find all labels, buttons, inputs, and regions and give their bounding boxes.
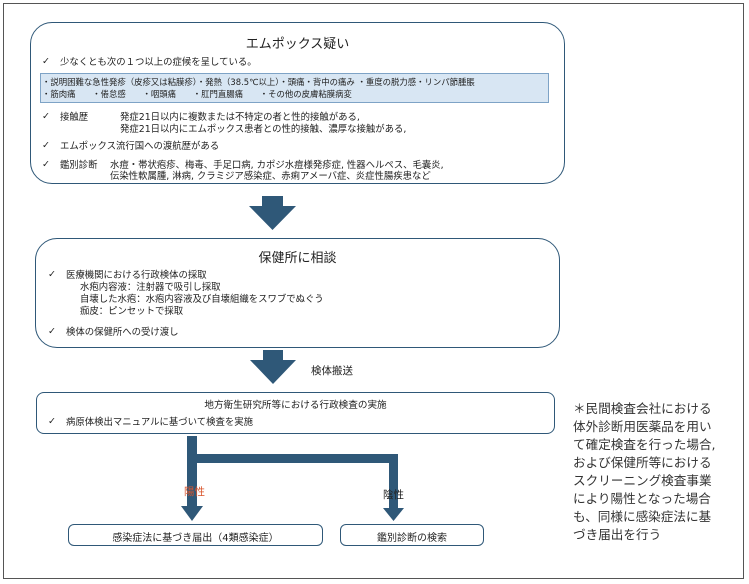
note-line: および保健所等における (573, 455, 712, 470)
contact-line-1: 発症21日以内に複数または不特定の者と性的接触がある, (120, 112, 360, 123)
lab-test-title: 地方衛生研究所等における行政検査の実施 (204, 400, 387, 411)
symptom-intro: 少なくとも次の１つ以上の症候を呈している。 (60, 57, 257, 68)
diff-search-box: 鑑別診断の検索 (340, 524, 484, 546)
health-center-title: 保健所に相談 (258, 251, 337, 266)
contact-label: 接触歴 (60, 112, 89, 123)
notification-box: 感染症法に基づき届出（4類感染症） (68, 524, 323, 546)
arrow-positive (181, 498, 203, 521)
negative-label: 陰性 (383, 489, 404, 501)
note-line: づき届出を行う (573, 527, 662, 542)
sub-ruptured-vesicle: 自壊した水疱：水疱内容液及び自壊組織をスワブでぬぐう (80, 294, 324, 305)
health-center-box: 保健所に相談 (35, 238, 560, 348)
check-icon: ✓ (42, 159, 50, 170)
check-icon: ✓ (48, 269, 56, 280)
contact-line-2: 発症21日以内にエムポックス患者との性的接触、濃厚な接触がある, (120, 124, 407, 135)
note-line: スクリーニング検査事業 (573, 473, 712, 488)
note-line: により陽性となった場合 (573, 491, 711, 506)
check-icon: ✓ (42, 56, 50, 67)
lab-test-box: 地方衛生研究所等における行政検査の実施 (36, 392, 555, 434)
outer-frame (3, 3, 744, 579)
symptom-band (40, 73, 549, 103)
check-icon: ✓ (42, 140, 50, 151)
side-note: ＊民間検査会社における 体外診断用医薬品を用い て確定検査を行った場合, および… (573, 400, 733, 544)
branch-bar (192, 454, 394, 463)
positive-label: 陽性 (184, 486, 205, 498)
note-line: 体外診断用医薬品を用い (573, 419, 712, 434)
specimen-collection: 医療機関における行政検体の採取 (66, 270, 207, 281)
lab-test-item: 病原体検出マニュアルに基づいて検査を実施 (66, 417, 253, 428)
specimen-handover: 検体の保健所への受け渡し (66, 327, 179, 338)
branch-right-stem (389, 454, 398, 500)
branch-stem (187, 436, 197, 498)
note-line: て確定検査を行った場合, (573, 437, 716, 452)
sub-crust: 痂皮：ピンセットで採取 (80, 306, 184, 317)
check-icon: ✓ (42, 111, 50, 122)
suspected-case-title: エムポックス疑い (245, 37, 350, 52)
diff-search-text: 鑑別診断の検索 (377, 533, 447, 544)
diff-line-1: 水痘・帯状疱疹、梅毒、手足口病, カポジ水痘様発疹症, 性器ヘルペス、毛嚢炎, (110, 160, 444, 171)
notification-text: 感染症法に基づき届出（4類感染症） (112, 533, 279, 544)
check-icon: ✓ (48, 326, 56, 337)
note-line: も、同様に感染症法に基 (573, 509, 712, 524)
symptoms-line-1: ・説明困難な急性発疹（皮疹又は粘膜疹）・発熱（38.5℃以上）・頭痛・背中の痛み… (42, 77, 475, 87)
arrow-negative (383, 500, 404, 521)
travel-history: エムポックス流行国への渡航歴がある (60, 141, 220, 152)
note-line: ＊民間検査会社における (573, 401, 712, 416)
diff-label: 鑑別診断 (60, 160, 98, 171)
check-icon: ✓ (48, 416, 56, 427)
transport-label: 検体搬送 (311, 365, 353, 377)
arrow-down-1 (249, 196, 296, 230)
suspected-case-box: エムポックス疑い (30, 22, 565, 184)
symptoms-line-2: ・筋肉痛 ・倦怠感 ・咽頭痛 ・肛門直腸痛 ・その他の皮膚粘膜病変 (42, 89, 352, 99)
arrow-down-2 (250, 350, 296, 384)
diff-line-2: 伝染性軟属腫, 淋病, クラミジア感染症、赤痢アメーバ症、炎症性腸疾患など (110, 171, 431, 182)
sub-vesicle-fluid: 水疱内容液：注射器で吸引し採取 (80, 282, 221, 293)
